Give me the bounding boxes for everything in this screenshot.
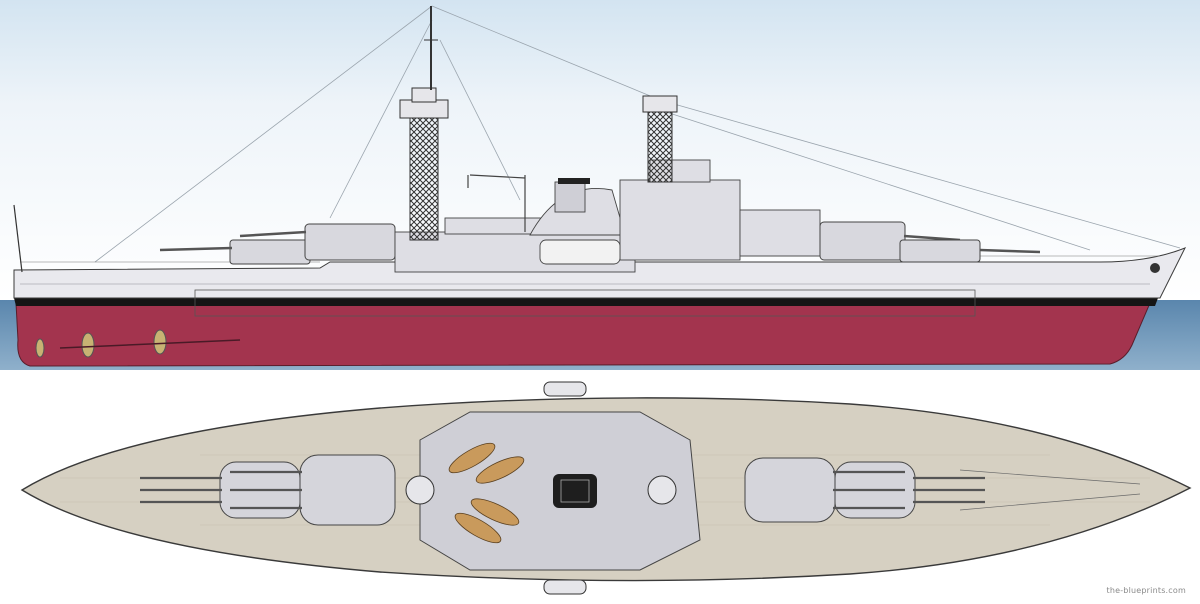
propellers: [35, 329, 167, 358]
port-sponson-boat: [543, 381, 587, 397]
aft-mast-top: [405, 475, 435, 505]
watermark-text: the-blueprints.com: [1106, 586, 1186, 595]
boat-crane: [467, 174, 526, 232]
rigging-lines: [94, 5, 1181, 263]
gun-barrels: [140, 470, 985, 510]
starboard-sponson-boat: [543, 579, 587, 595]
cage-mast-fore: [399, 6, 449, 241]
hull-underwater: [15, 302, 1151, 367]
plan-view: [20, 381, 1192, 595]
anchor-chains: [959, 469, 1141, 511]
fore-mast-top: [647, 475, 677, 505]
jackstaff: [13, 204, 23, 273]
superstructure: [394, 159, 821, 273]
funnel-cap: [558, 178, 590, 184]
cage-mast-aft: [642, 95, 678, 183]
funnel-top: [553, 474, 597, 508]
hull-topside: [13, 247, 1187, 299]
ships-boats: [448, 442, 525, 544]
forward-turrets: [819, 221, 1041, 263]
aft-turrets: [159, 223, 396, 265]
armor-belt: [194, 289, 976, 317]
side-profile-view: [0, 0, 1200, 370]
anchor: [1150, 263, 1160, 273]
boot-topping: [14, 298, 1158, 306]
